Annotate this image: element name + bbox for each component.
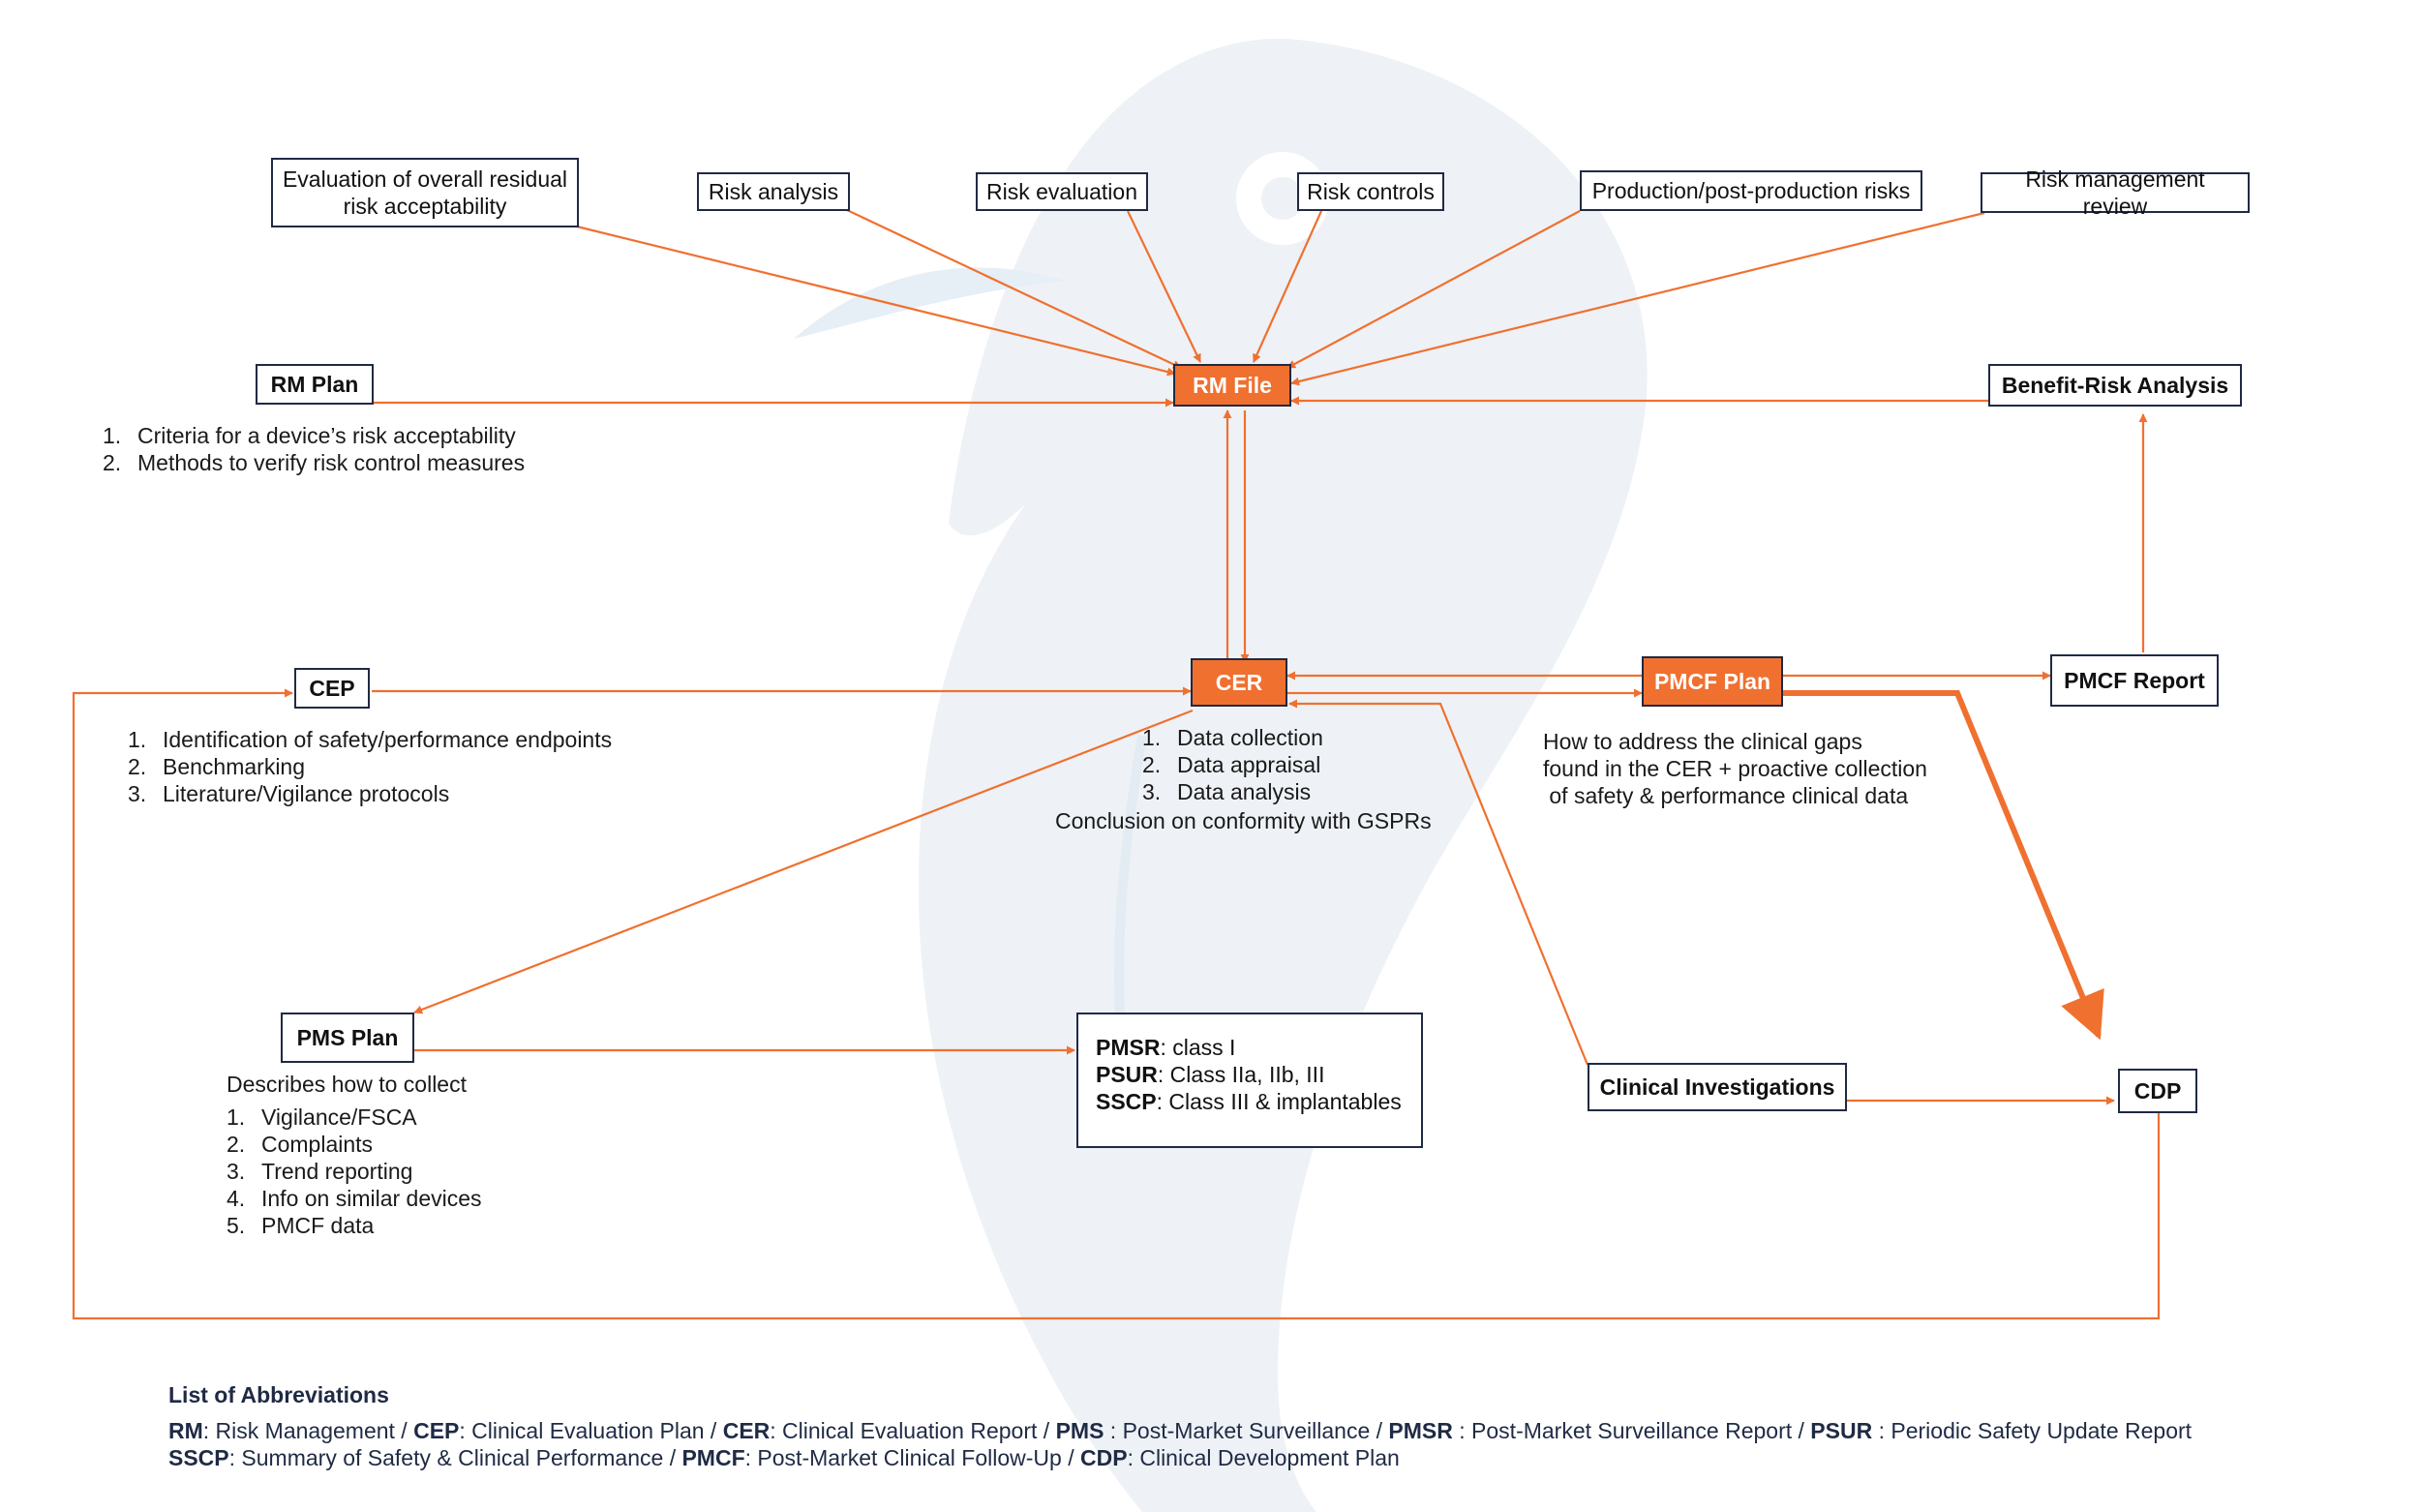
pmcf-desc-line: How to address the clinical gaps [1543,729,1862,754]
list-item: 2.Data appraisal [1142,752,1321,777]
list-item: 4.Info on similar devices [227,1186,482,1211]
box-cep[interactable]: CEP [294,668,370,709]
list-item: 2.Benchmarking [128,754,306,779]
arrow-rmreview-to-rmfile [1290,211,1985,386]
pmcf-desc-line: found in the CER + proactive collection [1543,756,1927,781]
arrow-pmcfplan-to-cdp [1783,690,2104,1041]
pms-list: 1.Vigilance/FSCA 2.Complaints 3.Trend re… [227,1104,482,1239]
box-risk-controls[interactable]: Risk controls [1297,172,1444,211]
box-benefit-risk[interactable]: Benefit-Risk Analysis [1988,364,2242,407]
box-rm-review[interactable]: Risk management review [1981,166,2250,219]
arrow-cer-to-pmsplan [413,709,1194,1014]
list-item: 3.Data analysis [1142,779,1312,804]
arrow-production-to-rmfile [1286,210,1581,369]
box-rm-file[interactable]: RM File [1173,364,1291,407]
list-item: 2.Complaints [227,1132,374,1157]
list-item: 1.Data collection [1142,725,1323,750]
list-item: 1.Vigilance/FSCA [227,1104,417,1130]
cer-conclusion: Conclusion on conformity with GSPRs [1055,808,1432,833]
box-pmcf-report[interactable]: PMCF Report [2050,654,2219,707]
box-clinical-investigations[interactable]: Clinical Investigations [1588,1063,1847,1111]
arrow-riskanalysis-to-rmfile [846,209,1182,369]
sscp-line: SSCP: Class III & implantables [1096,1089,1402,1114]
arrow-riskevaluation-to-rmfile [1127,210,1201,363]
list-item: 5.PMCF data [227,1213,375,1238]
box-cer[interactable]: CER [1191,658,1287,707]
box-risk-evaluation[interactable]: Risk evaluation [976,172,1148,211]
pmsr-line: PMSR: class I [1096,1035,1236,1060]
list-item: 3.Trend reporting [227,1159,413,1184]
pmcf-desc-line: of safety & performance clinical data [1543,783,1909,808]
cer-list: 1.Data collection 2.Data appraisal 3.Dat… [1142,724,1323,805]
psur-line: PSUR: Class IIa, IIb, III [1096,1062,1325,1087]
pms-description: Describes how to collect [227,1072,467,1097]
list-item: 1.Criteria for a device’s risk acceptabi… [103,423,516,448]
box-pms-plan[interactable]: PMS Plan [281,1013,414,1063]
arrow-cdp-loop-to-cep [72,688,2161,1320]
list-item: 1.Identification of safety/performance e… [128,727,613,752]
box-risk-analysis[interactable]: Risk analysis [697,172,850,211]
arrow-eval-to-rmfile [576,225,1176,377]
box-production-risks[interactable]: Production/post-production risks [1580,170,1922,211]
abbreviations-line-1: RM: Risk Management / CEP: Clinical Eval… [168,1418,2193,1443]
box-pmsr-psur-sscp[interactable]: PMSR: class I PSUR: Class IIa, IIb, III … [1076,1013,1423,1148]
box-rm-plan[interactable]: RM Plan [256,364,374,405]
rm-plan-list: 1.Criteria for a device’s risk acceptabi… [103,422,525,476]
box-pmcf-plan[interactable]: PMCF Plan [1642,656,1783,707]
pmcf-description: How to address the clinical gaps found i… [1543,728,1927,809]
list-item: 3.Literature/Vigilance protocols [128,781,450,806]
box-eval-residual[interactable]: Evaluation of overall residual risk acce… [271,158,579,227]
arrow-riskcontrols-to-rmfile [1252,210,1323,363]
list-item: 2.Methods to verify risk control measure… [103,450,526,475]
arrow-clinical-to-cer [1288,699,1589,1066]
abbreviations-title: List of Abbreviations [168,1382,389,1407]
abbreviations-line-2: SSCP: Summary of Safety & Clinical Perfo… [168,1445,1400,1470]
cep-list: 1.Identification of safety/performance e… [128,726,612,807]
box-cdp[interactable]: CDP [2118,1069,2197,1113]
